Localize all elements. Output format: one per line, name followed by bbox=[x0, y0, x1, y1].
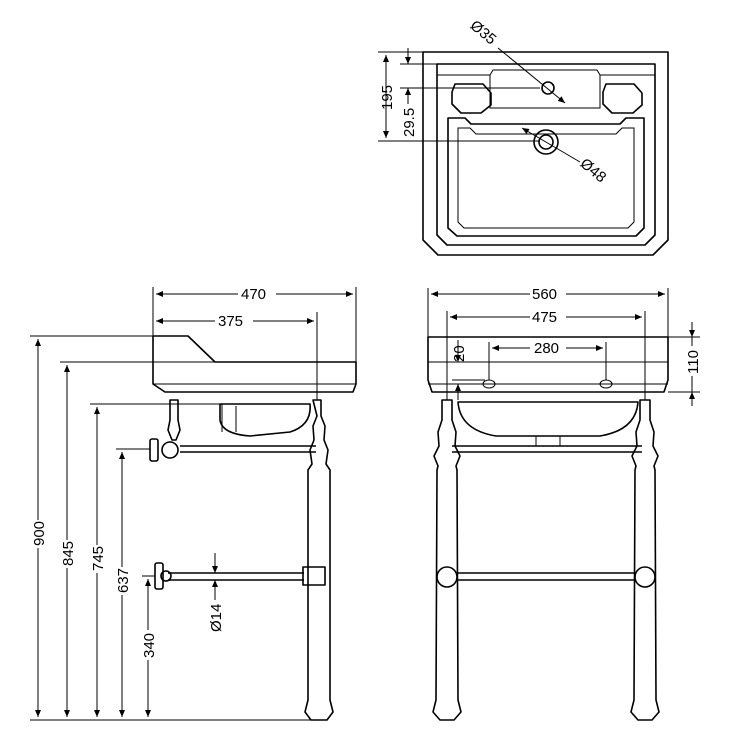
mask-110 bbox=[684, 346, 700, 376]
tap-deck bbox=[489, 75, 601, 109]
tap-hole-leader bbox=[497, 47, 566, 104]
dim-475-label: 475 bbox=[532, 309, 557, 326]
mask-900 bbox=[26, 520, 42, 548]
upper-rail-knob bbox=[161, 441, 179, 459]
mask-845 bbox=[55, 540, 71, 568]
front-leg bbox=[304, 399, 334, 721]
tap-deck-line bbox=[437, 69, 655, 76]
dim-110-label: 110 bbox=[685, 350, 702, 374]
lower-rail-knob bbox=[160, 570, 172, 582]
rear-leg-top bbox=[167, 399, 181, 441]
bowl-plan-inner bbox=[457, 127, 635, 229]
dim-340-label: 340 bbox=[141, 633, 158, 658]
lower-rail-collar bbox=[302, 566, 326, 586]
mask-340 bbox=[136, 630, 152, 660]
bowl-underside bbox=[219, 403, 311, 437]
dim-20-label: 20 bbox=[451, 345, 468, 362]
right-soap-block bbox=[602, 83, 643, 114]
tap-hole-dia-label: Ø35 bbox=[467, 17, 500, 48]
waste-inner bbox=[538, 134, 554, 150]
upper-rail-end bbox=[149, 438, 159, 462]
bowl-plan bbox=[447, 117, 645, 237]
front-left-leg bbox=[432, 399, 462, 721]
basin-plan-outline bbox=[422, 51, 669, 256]
dim-745-label: 745 bbox=[90, 546, 107, 571]
front-left-collar bbox=[436, 566, 458, 588]
front-bowl-underside bbox=[457, 401, 639, 437]
dim-637-label: 637 bbox=[115, 568, 132, 593]
waste-leader bbox=[521, 127, 581, 163]
dim-470-label: 470 bbox=[241, 286, 266, 303]
basin-plan-rim bbox=[436, 63, 656, 246]
front-right-collar bbox=[634, 566, 656, 588]
front-view: 560 475 280 20 110 bbox=[427, 286, 702, 721]
dim-845-label: 845 bbox=[60, 541, 77, 566]
dim-900-label: 900 bbox=[31, 521, 48, 546]
mask-745 bbox=[85, 545, 101, 573]
waste-dia-label: Ø48 bbox=[577, 155, 610, 186]
waste-outer bbox=[533, 129, 559, 155]
front-right-leg bbox=[630, 399, 660, 721]
dim-560-label: 560 bbox=[532, 286, 557, 303]
left-soap-block bbox=[451, 83, 492, 114]
lower-rail-end bbox=[154, 562, 164, 590]
mask-637 bbox=[110, 567, 126, 595]
dim-195-label: 195 bbox=[379, 85, 396, 110]
tap-hole bbox=[541, 81, 555, 95]
dim-29-5-label: 29.5 bbox=[401, 108, 418, 137]
dim-375-label: 375 bbox=[218, 313, 243, 330]
plan-view: Ø35 Ø48 195 29.5 bbox=[378, 17, 669, 256]
side-view: Ø14 470 375 900 845 745 637 340 bbox=[26, 286, 357, 721]
dim-280-label: 280 bbox=[534, 340, 559, 357]
rail-dia-label: Ø14 bbox=[208, 604, 225, 632]
